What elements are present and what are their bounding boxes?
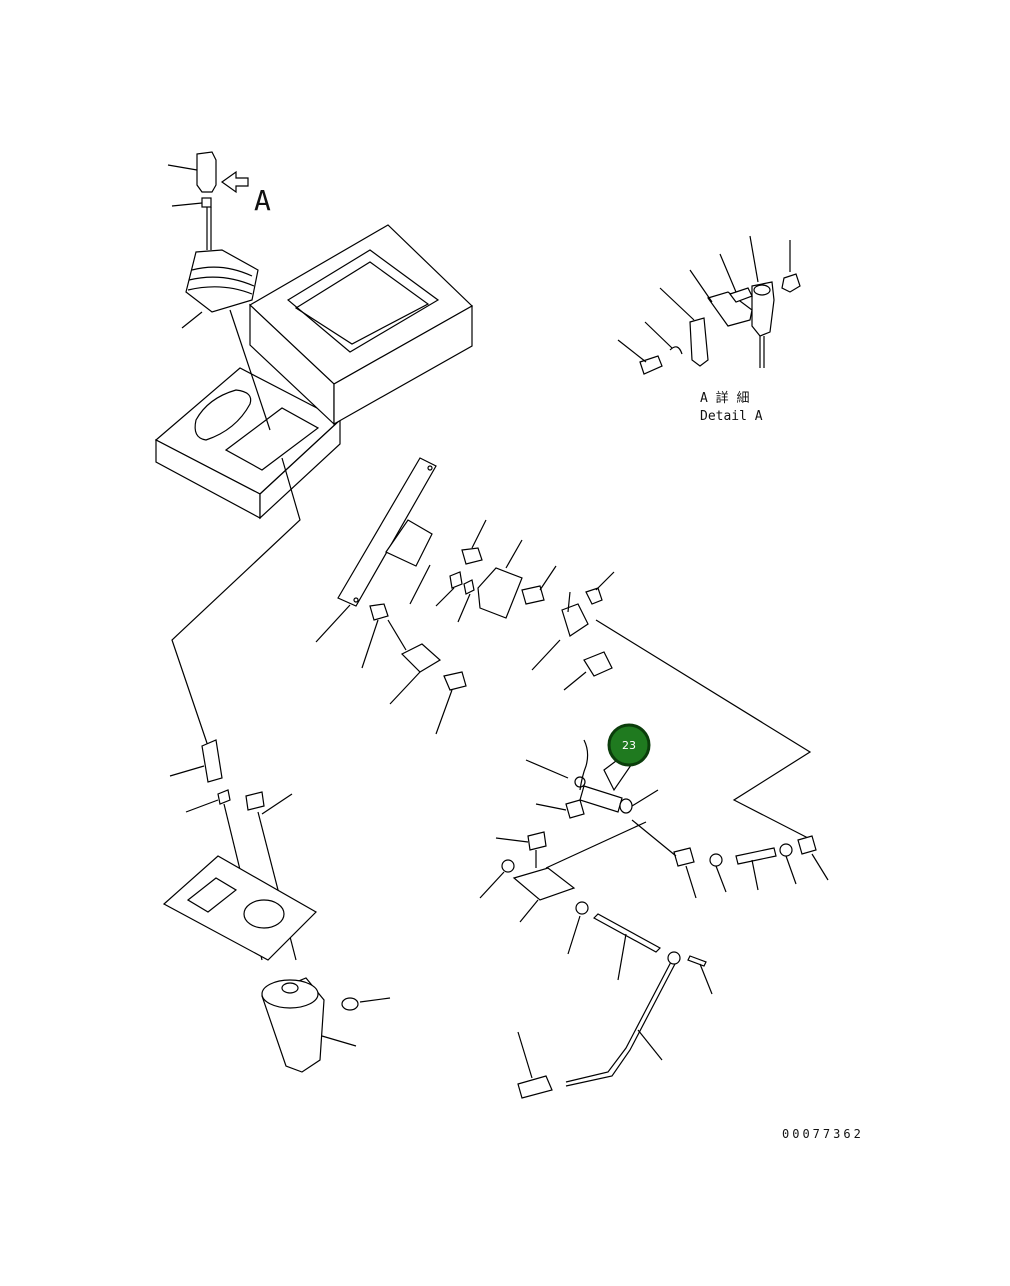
bracket-linkage <box>315 457 812 839</box>
callout-circle[interactable] <box>607 723 651 767</box>
operator-console <box>154 224 473 753</box>
hardware-row <box>631 819 829 899</box>
lower-rod-handle <box>517 913 713 1099</box>
view-label: A <box>254 184 271 217</box>
detail-a-group <box>617 235 801 375</box>
detail-caption-line1: A 詳 細 <box>700 390 749 406</box>
drawing-number: 00077362 <box>782 1127 864 1141</box>
valve-assembly <box>162 739 391 1073</box>
lever-assembly <box>479 739 659 955</box>
callout-label: 23 <box>622 739 636 752</box>
detail-caption-line2: Detail A <box>700 409 763 424</box>
callout-marker[interactable]: 23 <box>607 723 651 767</box>
shift-lever-assembly <box>167 151 259 329</box>
